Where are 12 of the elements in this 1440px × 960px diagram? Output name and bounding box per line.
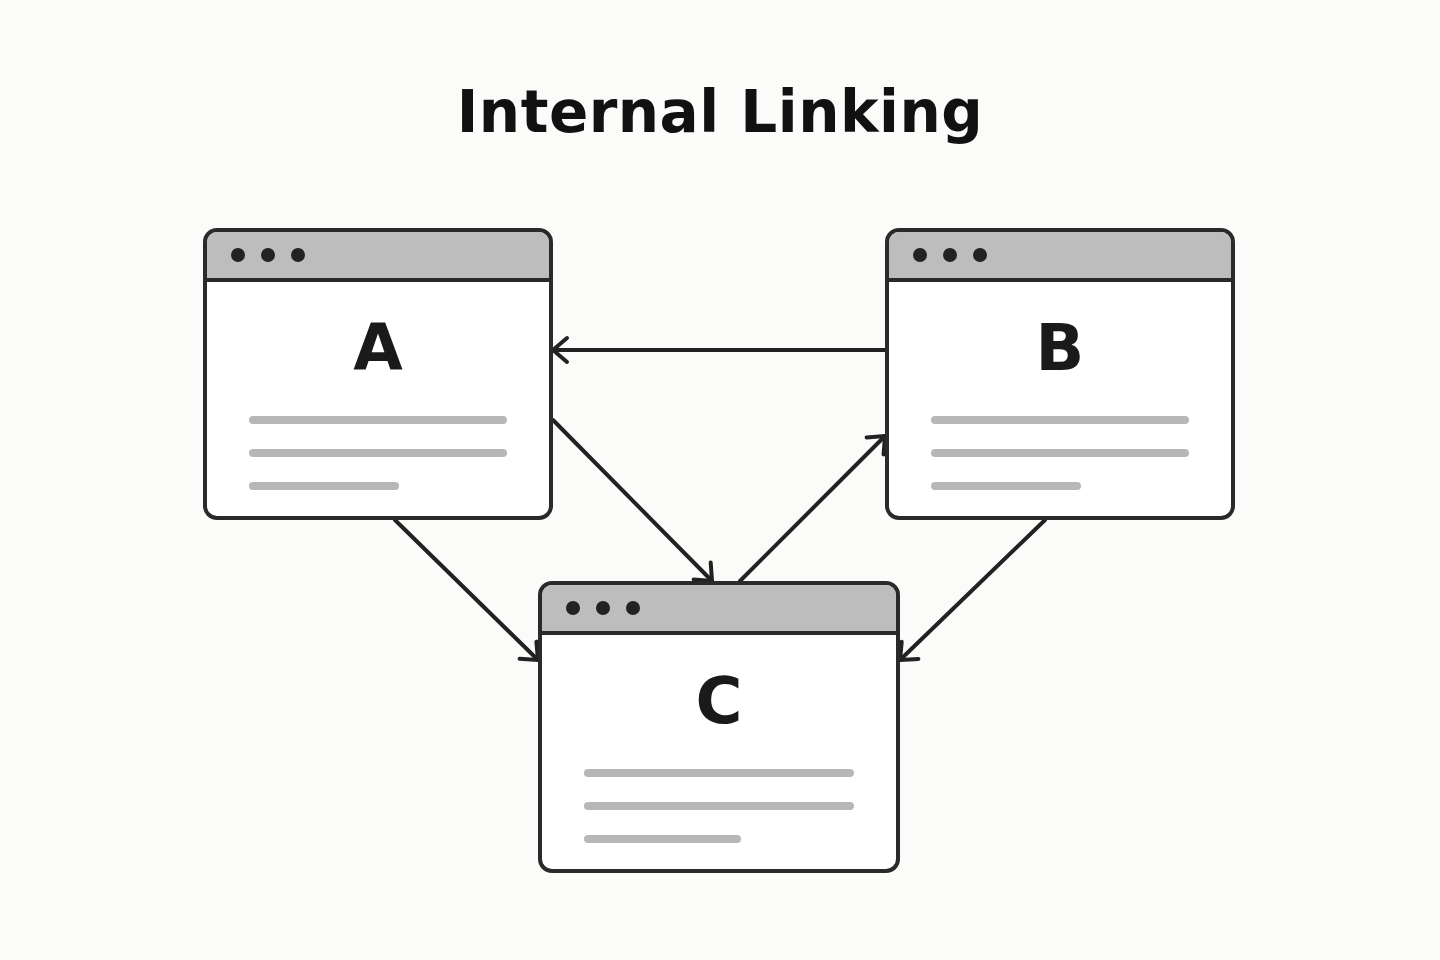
arrow <box>551 418 714 583</box>
browser-window <box>885 228 1235 520</box>
page-label: A <box>353 316 403 380</box>
page-label: C <box>695 669 743 733</box>
arrow <box>551 336 887 364</box>
diagram-title: Internal Linking <box>456 78 984 146</box>
browser-window <box>538 581 900 873</box>
browser-window <box>203 228 553 520</box>
arrow <box>738 434 887 583</box>
arrow <box>898 518 1047 662</box>
arrow <box>393 518 540 662</box>
page-label: B <box>1035 316 1085 380</box>
